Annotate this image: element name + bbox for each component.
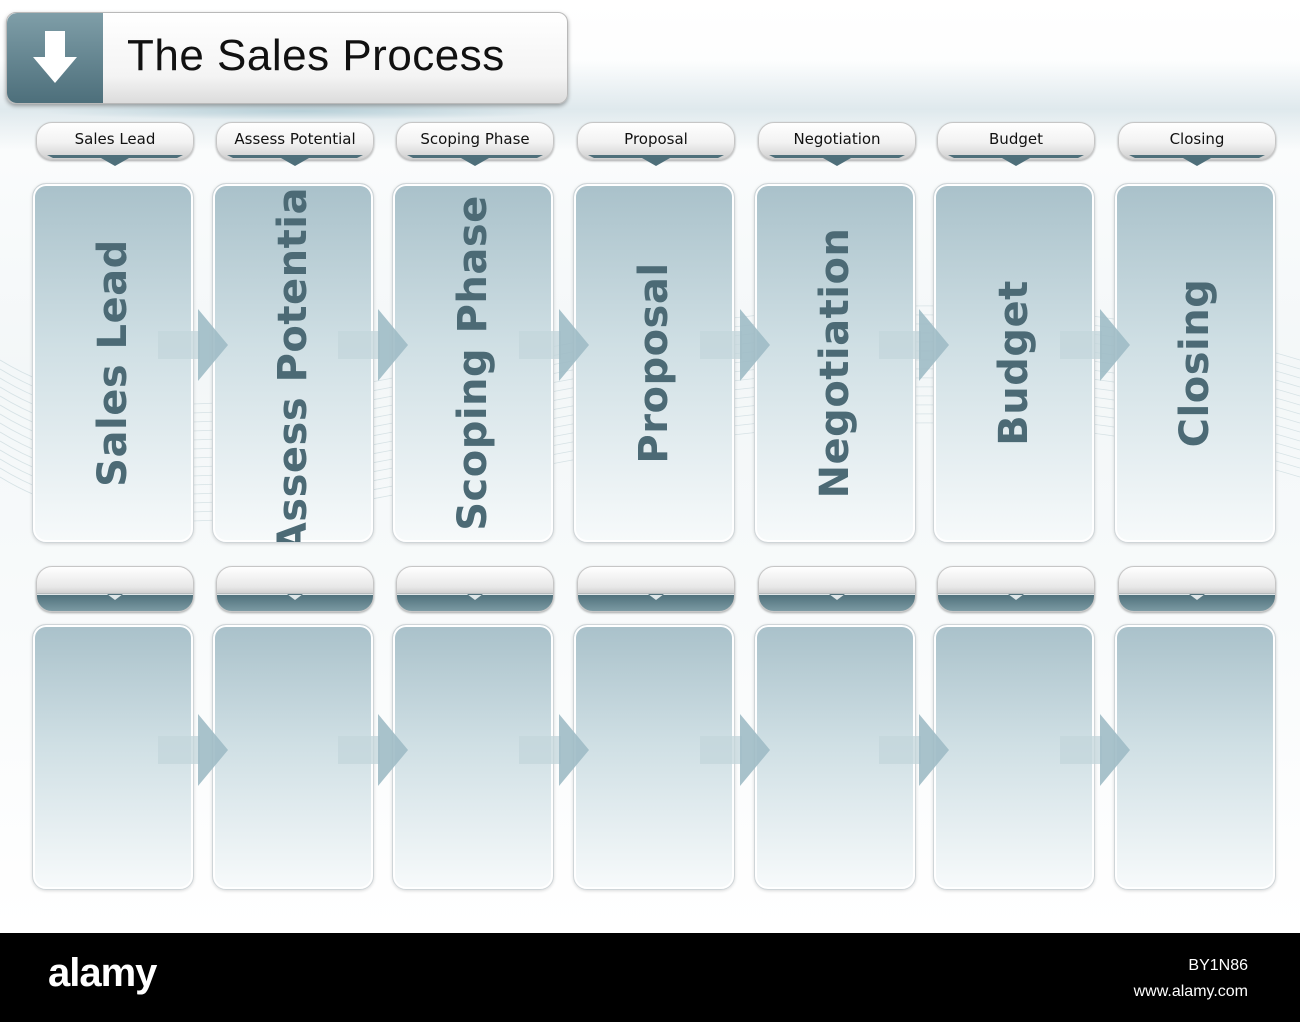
tab-notch bbox=[37, 594, 193, 600]
flow-arrow-icon bbox=[1060, 714, 1130, 786]
flow-arrow-icon bbox=[700, 309, 770, 381]
tab-notch bbox=[1119, 594, 1275, 600]
stage-tab-label: Assess Potential bbox=[234, 130, 356, 148]
flow-arrow-icon bbox=[879, 309, 949, 381]
stage-panel-label: Sales Lead bbox=[90, 239, 136, 487]
footer-logo: alamy bbox=[48, 951, 157, 995]
empty-stage-tab bbox=[1118, 566, 1276, 612]
tab-notch bbox=[759, 594, 915, 600]
stage-tab: Scoping Phase bbox=[396, 122, 554, 166]
flow-arrow-icon bbox=[158, 714, 228, 786]
empty-stage-tab bbox=[216, 566, 374, 612]
page-title: The Sales Process bbox=[127, 31, 505, 80]
stage-panel: Scoping Phase bbox=[392, 183, 554, 543]
empty-stage-tab bbox=[758, 566, 916, 612]
stage-tab-label: Negotiation bbox=[793, 130, 881, 148]
stage-tab: Assess Potential bbox=[216, 122, 374, 166]
flow-arrow-icon bbox=[338, 714, 408, 786]
stage-panel-label: Negotiation bbox=[812, 227, 858, 499]
footer-url: www.alamy.com bbox=[1133, 983, 1248, 1000]
stage-panel: Proposal bbox=[573, 183, 735, 543]
stage-panel-label: Assess Potential bbox=[270, 183, 316, 543]
arrow-down-icon bbox=[33, 31, 77, 83]
flow-arrow-icon bbox=[1060, 309, 1130, 381]
footer: alamy BY1N86 www.alamy.com bbox=[0, 933, 1300, 1022]
empty-stage-panel bbox=[1114, 624, 1276, 890]
stage-tab: Negotiation bbox=[758, 122, 916, 166]
stage-panel: Budget bbox=[933, 183, 1095, 543]
tab-notch bbox=[397, 594, 553, 600]
stage-panel-label: Proposal bbox=[631, 262, 677, 464]
empty-stage-tab bbox=[577, 566, 735, 612]
tab-notch bbox=[948, 155, 1084, 166]
stage-panel: Assess Potential bbox=[212, 183, 374, 543]
stage-tab-label: Sales Lead bbox=[74, 130, 156, 148]
flow-arrow-icon bbox=[338, 309, 408, 381]
stage-panel-label: Closing bbox=[1172, 278, 1218, 448]
tab-notch bbox=[217, 594, 373, 600]
stage-panel: Closing bbox=[1114, 183, 1276, 543]
tab-notch bbox=[769, 155, 905, 166]
stage-tab: Proposal bbox=[577, 122, 735, 166]
empty-stage-tab bbox=[937, 566, 1095, 612]
tab-notch bbox=[1129, 155, 1265, 166]
empty-stage-tab bbox=[36, 566, 194, 612]
stage-tab-label: Closing bbox=[1169, 130, 1225, 148]
stage-tab-label: Proposal bbox=[624, 130, 688, 148]
title-icon-box bbox=[7, 13, 103, 103]
stage-tab: Sales Lead bbox=[36, 122, 194, 166]
title-shadow bbox=[36, 102, 566, 120]
title-bar: The Sales Process bbox=[6, 12, 568, 104]
stage-tab: Budget bbox=[937, 122, 1095, 166]
stage-tab-label: Budget bbox=[989, 130, 1043, 148]
stage-panel-label: Budget bbox=[991, 280, 1037, 446]
tab-notch bbox=[227, 155, 363, 166]
empty-stage-tab bbox=[396, 566, 554, 612]
tab-notch bbox=[588, 155, 724, 166]
footer-image-id: BY1N86 bbox=[1188, 957, 1248, 974]
flow-arrow-icon bbox=[519, 309, 589, 381]
tab-notch bbox=[578, 594, 734, 600]
flow-arrow-icon bbox=[879, 714, 949, 786]
stage-panel: Sales Lead bbox=[32, 183, 194, 543]
flow-arrow-icon bbox=[700, 714, 770, 786]
tab-notch bbox=[47, 155, 183, 166]
stage-tab-label: Scoping Phase bbox=[420, 130, 530, 148]
tab-notch bbox=[938, 594, 1094, 600]
tab-notch bbox=[407, 155, 543, 166]
stage-tab: Closing bbox=[1118, 122, 1276, 166]
flow-arrow-icon bbox=[158, 309, 228, 381]
flow-arrow-icon bbox=[519, 714, 589, 786]
stage-panel-label: Scoping Phase bbox=[450, 195, 496, 531]
